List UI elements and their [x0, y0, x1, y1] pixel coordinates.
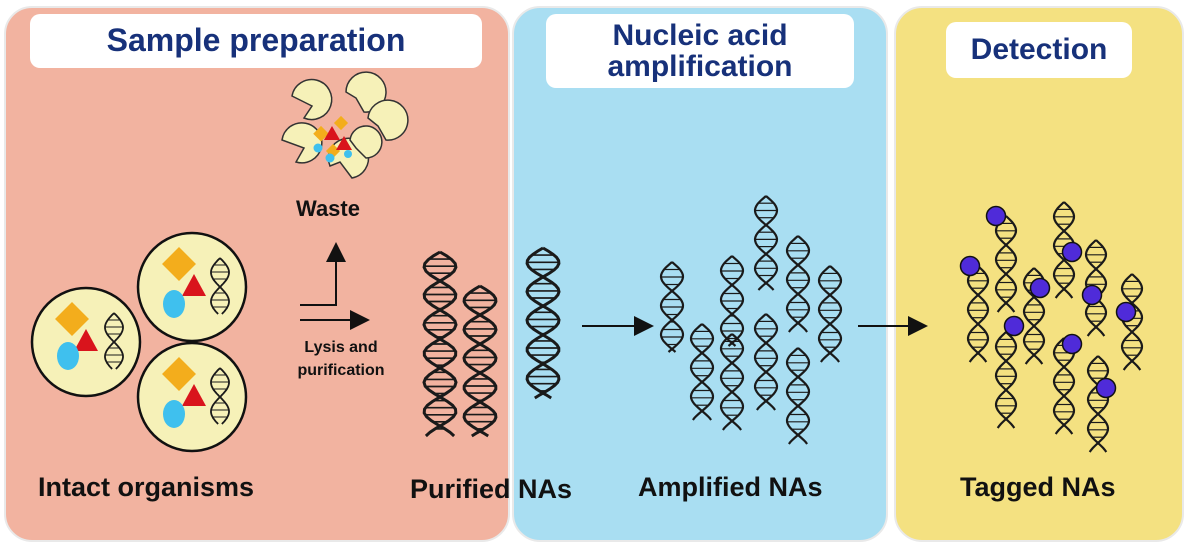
tag-dot-icon	[1061, 333, 1083, 355]
tag-dot-icon	[1061, 241, 1083, 263]
sample-preparation-panel	[4, 6, 510, 542]
tag-dot-icon	[1003, 315, 1025, 337]
tagged-nas-label: Tagged NAs	[960, 472, 1116, 502]
detection-title: Detection	[946, 22, 1132, 78]
dna-helix-icon	[1086, 355, 1110, 453]
amplification-title-line-2: amplification	[607, 50, 793, 83]
dna-helix-icon	[659, 261, 685, 353]
arrow-right-icon	[300, 242, 928, 336]
dna-helix-icon	[422, 250, 458, 438]
dna-helix-icon	[525, 246, 561, 400]
amplification-title: Nucleic acid amplification	[546, 14, 854, 88]
dna-helix-icon	[994, 331, 1018, 429]
amplification-title-line-1: Nucleic acid	[612, 18, 788, 52]
dna-helix-icon	[785, 347, 811, 445]
dna-helix-icon	[210, 257, 230, 315]
dna-helix-icon	[817, 265, 843, 363]
dna-helix-icon	[719, 333, 745, 431]
waste-debris-icon	[281, 71, 409, 179]
lysis-purification-label: Lysis and purification	[276, 336, 406, 382]
dna-helix-icon	[753, 313, 779, 411]
lysis-label-line-1: Lysis and	[304, 339, 378, 356]
sample-preparation-title-text: Sample preparation	[106, 22, 406, 59]
dna-helix-icon	[753, 195, 779, 291]
amplified-nas-label: Amplified NAs	[638, 472, 823, 502]
dna-helix-icon	[462, 284, 498, 438]
intact-organisms-label: Intact organisms	[38, 472, 255, 502]
dna-helix-icon	[966, 265, 990, 363]
tag-dot-icon	[1081, 284, 1103, 306]
sample-preparation-title: Sample preparation	[30, 14, 482, 68]
dna-helix-icon	[689, 323, 715, 421]
dna-helix-icon	[210, 367, 230, 425]
cell-contents	[55, 247, 206, 428]
tag-dot-icon	[1115, 301, 1137, 323]
purified-nas-label: Purified NAs	[410, 474, 573, 504]
dna-helix-icon	[104, 312, 124, 370]
tag-dot-icon	[1095, 377, 1117, 399]
detection-title-text: Detection	[970, 33, 1108, 67]
dna-helix-icon	[104, 195, 1144, 453]
lysis-label-line-2: purification	[297, 362, 385, 380]
tag-dot-icon	[985, 205, 1007, 227]
dna-helix-icon	[719, 255, 745, 347]
tag-dot-icon	[1029, 277, 1051, 299]
waste-label: Waste	[296, 196, 360, 221]
dna-helix-icon	[785, 235, 811, 333]
tag-dot-icon	[959, 205, 1137, 399]
dna-helix-icon	[994, 215, 1018, 313]
tag-dot-icon	[959, 255, 981, 277]
